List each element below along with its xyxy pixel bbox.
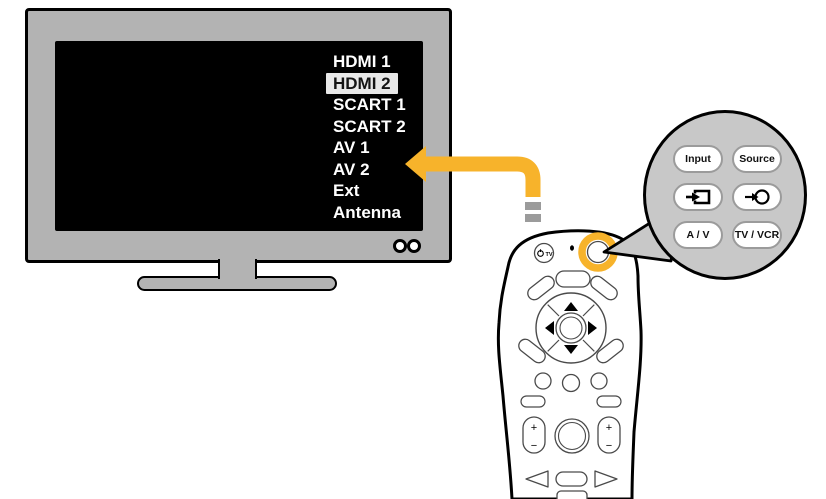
function-button-bottom-left[interactable] bbox=[516, 337, 548, 366]
rewind-button[interactable] bbox=[525, 470, 549, 488]
menu-item-hdmi1[interactable]: HDMI 1 bbox=[333, 52, 391, 71]
play-button[interactable] bbox=[555, 471, 588, 487]
tv-frame: HDMI 1 HDMI 2 SCART 1 SCART 2 AV 1 AV 2 … bbox=[25, 8, 452, 263]
status-led bbox=[570, 245, 574, 251]
menu-item-av2[interactable]: AV 2 bbox=[333, 159, 370, 179]
power-tv-button[interactable]: TV bbox=[533, 242, 555, 264]
input-circle-arrow-button[interactable] bbox=[732, 183, 782, 211]
dpad-right-icon[interactable] bbox=[588, 321, 597, 335]
input-box-arrow-icon bbox=[686, 189, 711, 205]
forward-button[interactable] bbox=[594, 470, 618, 488]
source-button[interactable]: Source bbox=[732, 145, 782, 173]
arrow-dash-2 bbox=[525, 214, 541, 222]
round-button-right[interactable] bbox=[590, 372, 608, 390]
small-button-right[interactable] bbox=[596, 395, 622, 408]
small-button-left[interactable] bbox=[520, 395, 546, 408]
volume-rocker[interactable]: + − bbox=[522, 416, 546, 454]
power-button-label: TV bbox=[546, 252, 553, 258]
av-button[interactable]: A / V bbox=[673, 221, 723, 249]
round-button-left[interactable] bbox=[534, 372, 552, 390]
tv-stand-neck bbox=[218, 259, 257, 279]
tv-input-menu: HDMI 1 HDMI 2 SCART 1 SCART 2 AV 1 AV 2 … bbox=[326, 51, 406, 223]
arrow-head-icon bbox=[405, 146, 426, 182]
tv-screen: HDMI 1 HDMI 2 SCART 1 SCART 2 AV 1 AV 2 … bbox=[55, 41, 423, 231]
svg-text:−: − bbox=[606, 440, 612, 452]
arrow-shaft bbox=[424, 156, 541, 197]
input-circle-arrow-icon bbox=[745, 189, 770, 205]
menu-item-antenna[interactable]: Antenna bbox=[333, 202, 401, 222]
function-button-bottom-right[interactable] bbox=[594, 337, 626, 366]
dpad-left-icon[interactable] bbox=[545, 321, 554, 335]
menu-item-hdmi2-selected[interactable]: HDMI 2 bbox=[326, 72, 398, 94]
callout-bubble: Input Source A / V TV / VCR bbox=[643, 110, 807, 280]
arrow-dash-1 bbox=[525, 202, 541, 210]
round-button-center[interactable] bbox=[561, 373, 581, 393]
menu-item-scart1[interactable]: SCART 1 bbox=[333, 95, 406, 114]
dpad-down-icon[interactable] bbox=[564, 345, 578, 354]
input-button[interactable]: Input bbox=[673, 145, 723, 173]
menu-item-av1[interactable]: AV 1 bbox=[333, 138, 370, 157]
svg-text:−: − bbox=[531, 440, 537, 452]
tv-indicator-light-2 bbox=[407, 239, 421, 253]
function-button-top[interactable] bbox=[555, 270, 591, 288]
channel-rocker[interactable]: + − bbox=[597, 416, 621, 454]
svg-text:+: + bbox=[531, 422, 537, 434]
dpad[interactable] bbox=[535, 292, 607, 364]
function-button-top-right[interactable] bbox=[588, 274, 620, 303]
menu-item-scart2[interactable]: SCART 2 bbox=[333, 116, 406, 136]
tv-vcr-button[interactable]: TV / VCR bbox=[732, 221, 782, 249]
bottom-button[interactable] bbox=[556, 490, 588, 499]
big-round-button[interactable] bbox=[554, 418, 590, 454]
function-button-top-left[interactable] bbox=[525, 274, 557, 303]
dpad-up-icon[interactable] bbox=[564, 302, 578, 311]
input-box-arrow-button[interactable] bbox=[673, 183, 723, 211]
menu-item-ext[interactable]: Ext bbox=[333, 181, 360, 200]
tv-indicator-light-1 bbox=[393, 239, 407, 253]
svg-text:+: + bbox=[606, 422, 612, 434]
